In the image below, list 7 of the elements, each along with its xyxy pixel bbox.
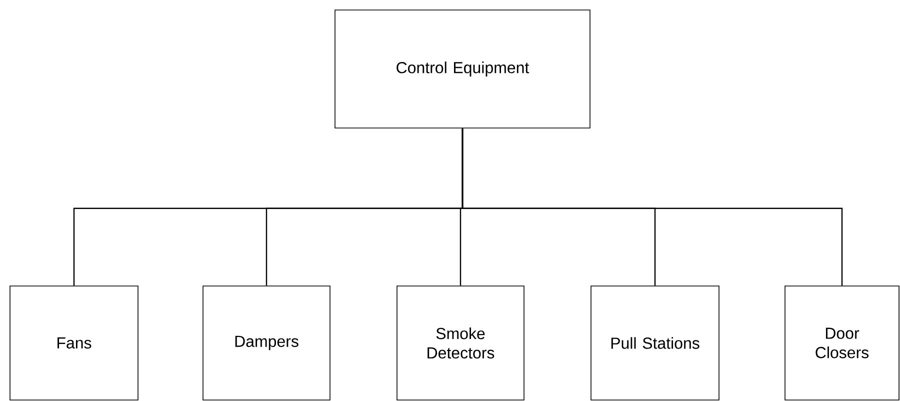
process-box: Door Closers <box>784 286 900 400</box>
connector-line <box>462 128 843 286</box>
process-box: Dampers <box>202 286 330 400</box>
process-box: Smoke Detectors <box>396 286 524 400</box>
top-box: Control Equipment <box>334 10 590 128</box>
process-box: Fans <box>10 286 138 400</box>
process-box: Pull Stations <box>590 286 720 400</box>
